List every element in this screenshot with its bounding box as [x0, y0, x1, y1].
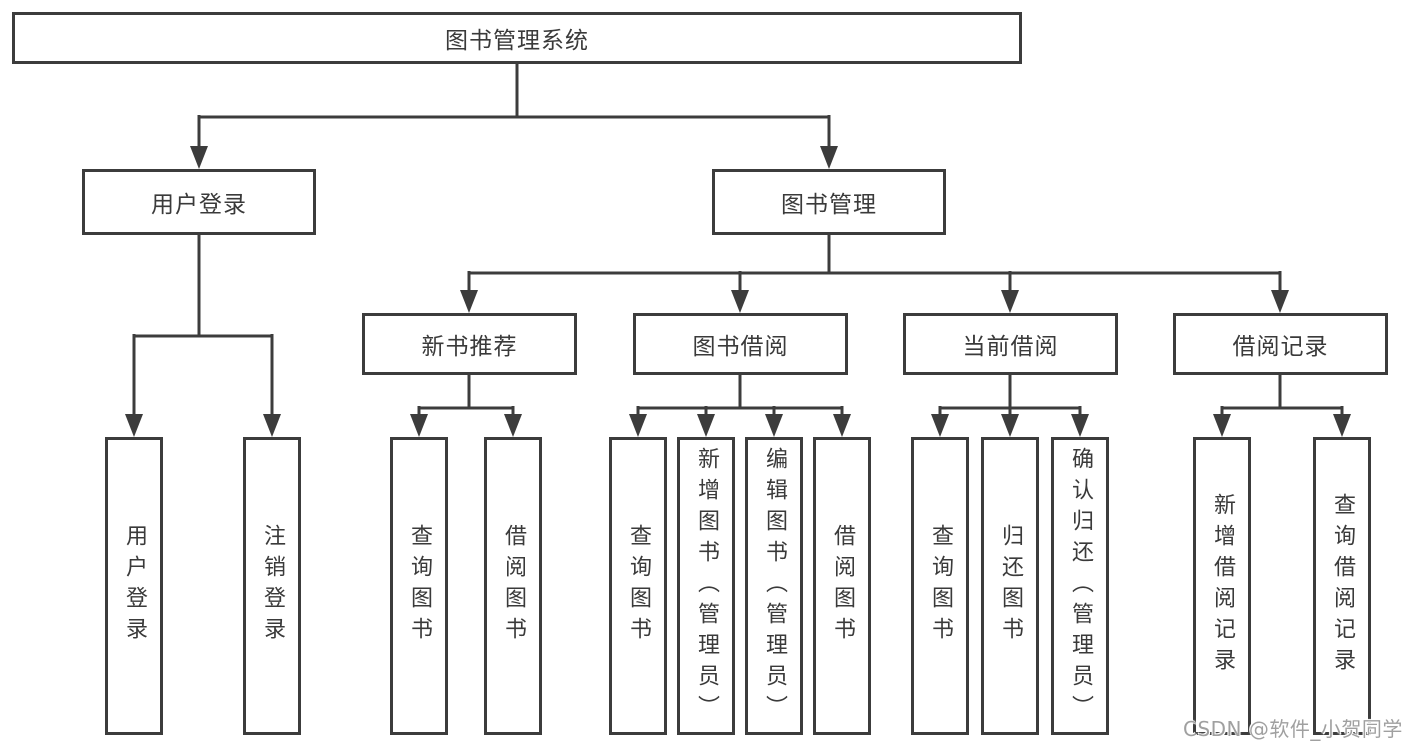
leaf-query-books-borrow: 查询图书	[609, 437, 667, 735]
leaf-add-book-admin: 新增图书（管理员）	[677, 437, 735, 735]
node-book-borrow: 图书借阅	[633, 313, 848, 375]
leaf-return-book: 归还图书	[981, 437, 1039, 735]
leaf-borrow-books: 借阅图书	[813, 437, 871, 735]
leaf-query-books-current: 查询图书	[911, 437, 969, 735]
node-current-borrow: 当前借阅	[903, 313, 1118, 375]
node-system-root: 图书管理系统	[12, 12, 1022, 64]
leaf-borrow-books-recommend: 借阅图书	[484, 437, 542, 735]
leaf-add-borrow-record: 新增借阅记录	[1193, 437, 1251, 735]
leaf-user-login: 用户登录	[105, 437, 163, 735]
leaf-edit-book-admin: 编辑图书（管理员）	[745, 437, 803, 735]
leaf-logout: 注销登录	[243, 437, 301, 735]
node-book-management: 图书管理	[712, 169, 946, 235]
leaf-query-borrow-record: 查询借阅记录	[1313, 437, 1371, 735]
node-user-login: 用户登录	[82, 169, 316, 235]
node-borrow-records: 借阅记录	[1173, 313, 1388, 375]
leaf-confirm-return-admin: 确认归还（管理员）	[1051, 437, 1109, 735]
leaf-query-books-recommend: 查询图书	[390, 437, 448, 735]
watermark: CSDN @软件_小贺同学	[1183, 717, 1403, 741]
node-new-book-recommend: 新书推荐	[362, 313, 577, 375]
